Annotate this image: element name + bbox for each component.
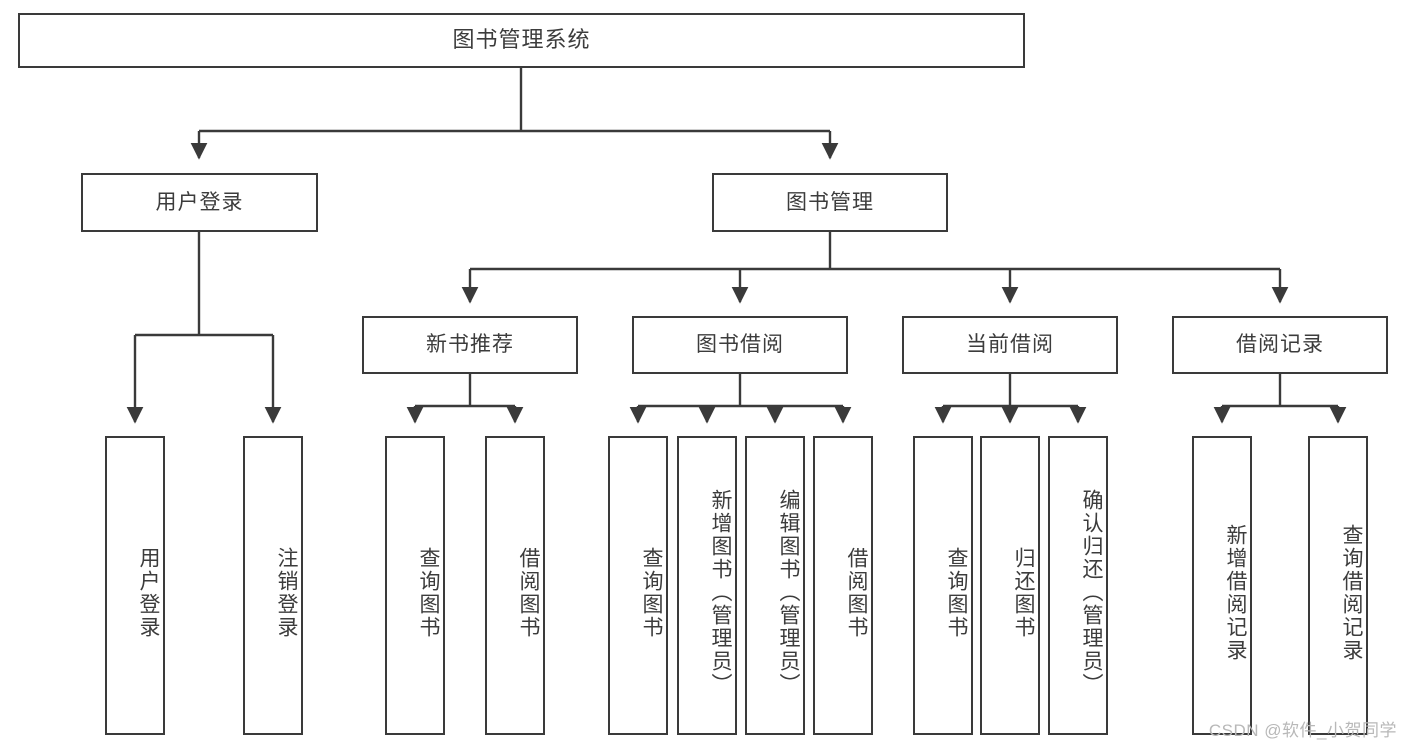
node-label: 借阅记录 [1236, 333, 1324, 357]
node-new-book-recommend[interactable]: 新书推荐 [362, 316, 578, 374]
node-label: 查询图书 [945, 546, 968, 639]
node-leaf-edit-book-admin[interactable]: 编辑图书（管理员） [745, 436, 805, 735]
node-label: 图书借阅 [696, 333, 784, 357]
node-leaf-query-book-current[interactable]: 查询图书 [913, 436, 973, 735]
node-label: 图书管理系统 [452, 27, 591, 53]
node-label: 用户登录 [155, 190, 244, 214]
node-label: 注销登录 [275, 546, 298, 639]
node-label: 借阅图书 [517, 546, 540, 639]
node-label: 查询借阅记录 [1340, 523, 1363, 662]
node-label: 新增借阅记录 [1224, 523, 1247, 662]
node-label: 查询图书 [640, 546, 663, 639]
node-label: 用户登录 [137, 546, 160, 639]
node-leaf-add-borrow-record[interactable]: 新增借阅记录 [1192, 436, 1252, 735]
node-label: 当前借阅 [966, 333, 1054, 357]
node-root-book-management-system[interactable]: 图书管理系统 [18, 13, 1025, 68]
node-leaf-add-book-admin[interactable]: 新增图书（管理员） [677, 436, 737, 735]
node-label: 归还图书 [1012, 546, 1035, 639]
node-label: 图书管理 [786, 190, 874, 214]
node-leaf-logout[interactable]: 注销登录 [243, 436, 303, 735]
node-label: 编辑图书（管理员） [777, 489, 800, 696]
node-user-login-module[interactable]: 用户登录 [81, 173, 318, 232]
node-leaf-user-login[interactable]: 用户登录 [105, 436, 165, 735]
node-leaf-query-book-recommend[interactable]: 查询图书 [385, 436, 445, 735]
node-label: 借阅图书 [845, 546, 868, 639]
node-book-management-module[interactable]: 图书管理 [712, 173, 948, 232]
node-label: 查询图书 [417, 546, 440, 639]
node-leaf-borrow-book-recommend[interactable]: 借阅图书 [485, 436, 545, 735]
node-label: 确认归还（管理员） [1080, 489, 1103, 696]
node-leaf-query-borrow-record[interactable]: 查询借阅记录 [1308, 436, 1368, 735]
node-leaf-query-book-borrow[interactable]: 查询图书 [608, 436, 668, 735]
node-current-borrow[interactable]: 当前借阅 [902, 316, 1118, 374]
node-label: 新增图书（管理员） [709, 489, 732, 696]
node-leaf-confirm-return-admin[interactable]: 确认归还（管理员） [1048, 436, 1108, 735]
node-borrow-record[interactable]: 借阅记录 [1172, 316, 1388, 374]
node-book-borrow[interactable]: 图书借阅 [632, 316, 848, 374]
node-leaf-borrow-book[interactable]: 借阅图书 [813, 436, 873, 735]
node-leaf-return-book[interactable]: 归还图书 [980, 436, 1040, 735]
node-label: 新书推荐 [426, 333, 514, 357]
